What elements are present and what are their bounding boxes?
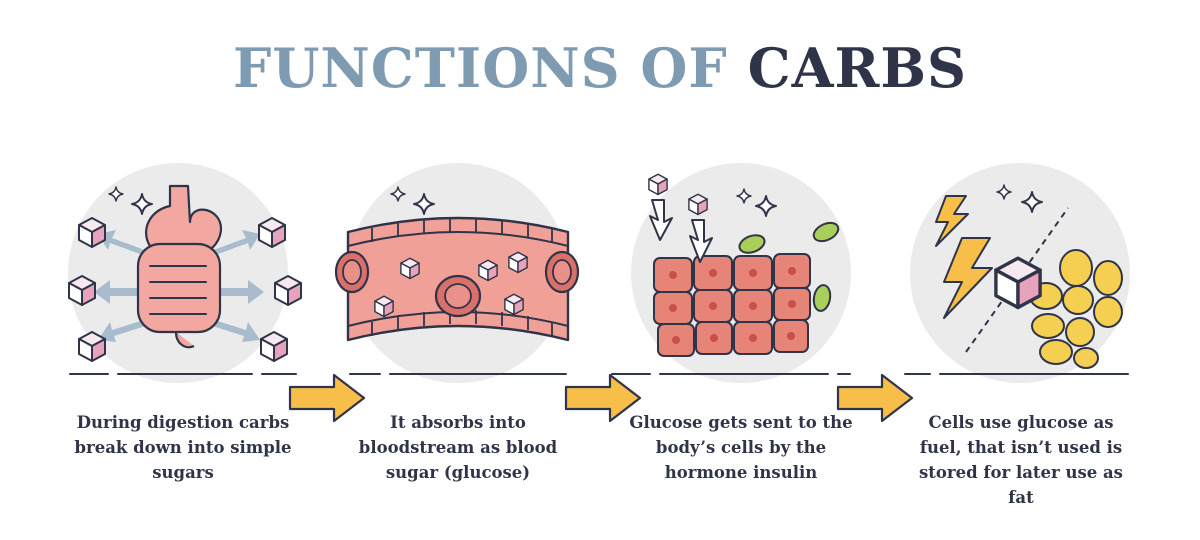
step-4-caption: Cells use glucose as fuel, that isn’t us… xyxy=(919,413,1123,507)
title-part-2: CARBS xyxy=(747,36,967,100)
step-2-caption: It absorbs into bloodstream as blood sug… xyxy=(358,413,558,482)
stomach-intestines-icon xyxy=(68,184,302,362)
fuel-fat-icon xyxy=(935,184,1123,369)
step-1-caption: During digestion carbs break down into s… xyxy=(74,413,292,482)
title-part-1: FUNCTIONS OF xyxy=(232,36,728,100)
step-3-caption: Glucose gets sent to the body’s cells by… xyxy=(629,413,853,482)
body-cells-icon xyxy=(648,173,840,357)
blood-vessel-icon xyxy=(334,186,580,342)
page-title: FUNCTIONS OF CARBS xyxy=(0,36,1200,100)
